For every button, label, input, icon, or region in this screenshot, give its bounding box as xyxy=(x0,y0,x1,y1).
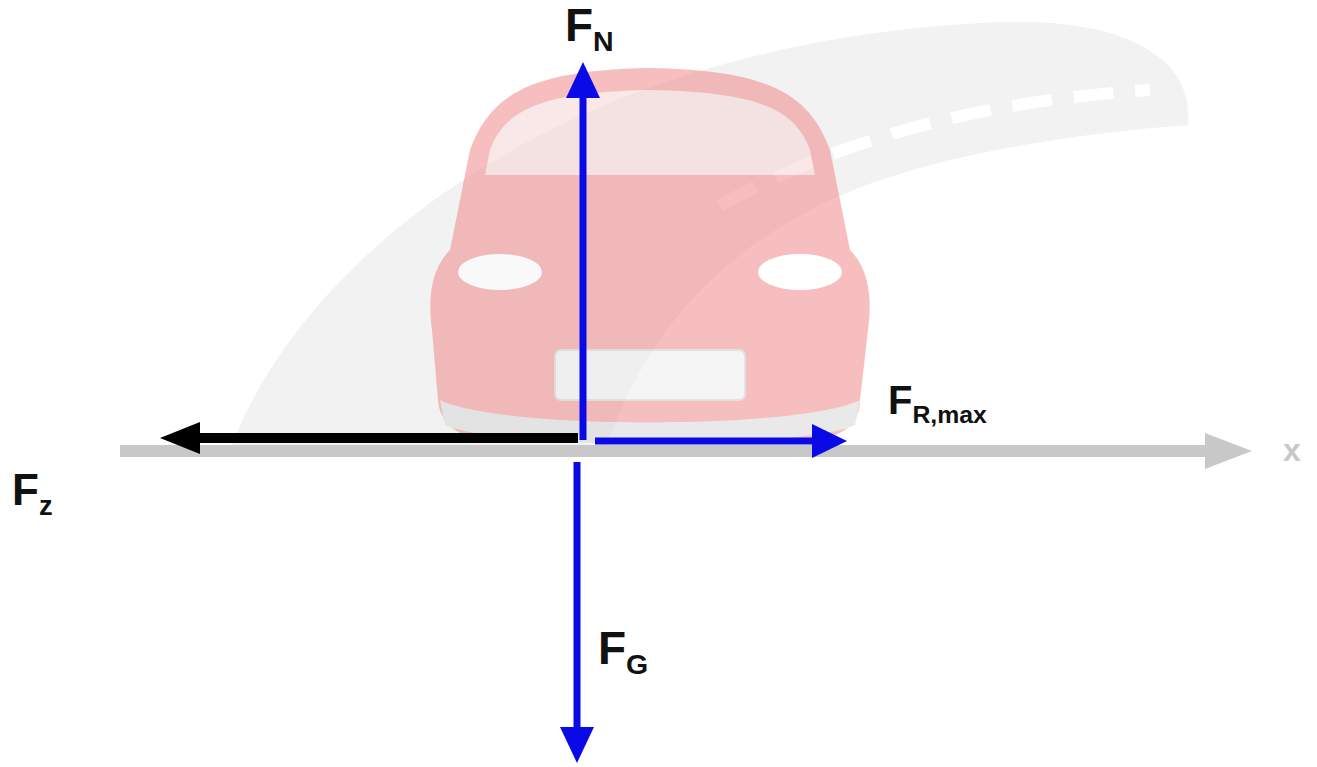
force-arrow xyxy=(595,438,815,445)
car-illustration xyxy=(430,68,869,444)
force-arrowhead xyxy=(560,727,594,763)
force-arrow xyxy=(580,95,587,440)
force-arrowhead xyxy=(160,422,200,454)
force-arrow xyxy=(574,462,581,730)
force-label: Fz xyxy=(12,468,53,519)
force-label: FN xyxy=(565,2,614,55)
x-axis xyxy=(120,445,1215,457)
axis-label: x xyxy=(1283,434,1301,466)
force-arrow xyxy=(195,433,578,443)
force-label: FR,max xyxy=(888,380,987,427)
force-label: FG xyxy=(598,625,648,678)
force-arrowhead xyxy=(566,62,600,98)
force-arrowhead xyxy=(812,424,847,458)
road-shape xyxy=(230,22,1188,450)
x-axis-head xyxy=(1205,433,1252,469)
